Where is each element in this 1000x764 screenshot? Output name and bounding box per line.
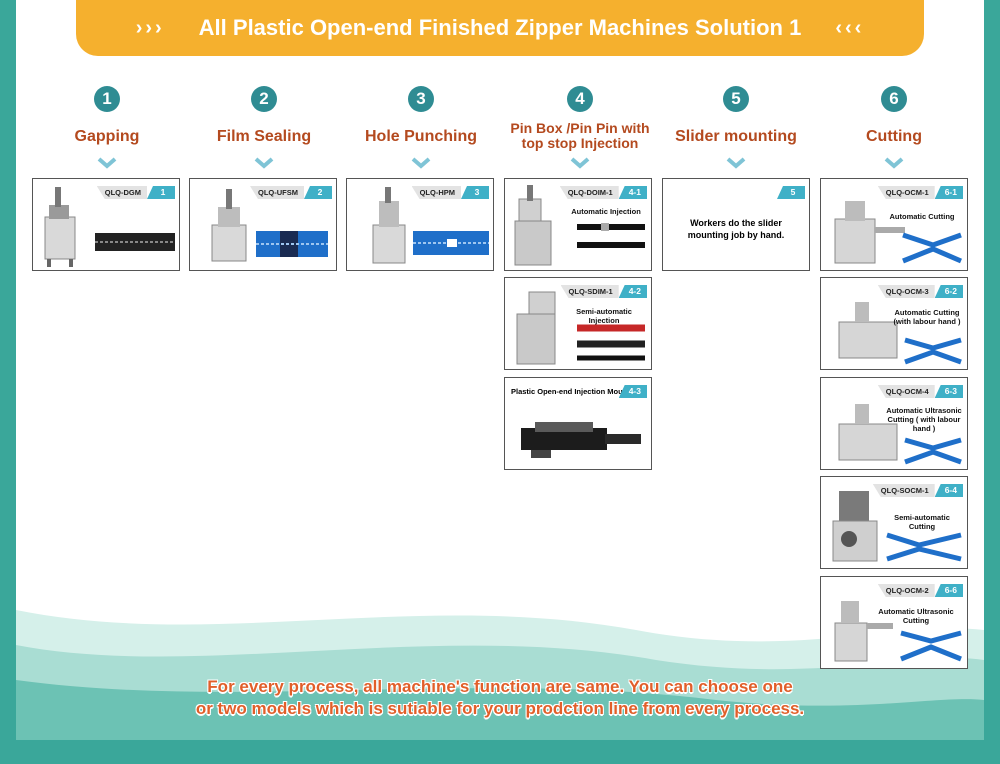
step-3-header: 3 Hole Punching [341,86,501,170]
step-5-title: Slider mounting [675,127,797,145]
model-tag: QLQ-OCM-4 6-3 [877,385,963,398]
step-3-number: 3 [408,86,434,112]
machine-image [211,189,328,262]
model-tag: QLQ-SOCM-1 6-4 [872,484,963,497]
step-5-number: 5 [723,86,749,112]
model-number: 4-1 [618,186,647,199]
manual-description: Workers do the slider mounting job by ha… [687,218,785,240]
model-number: 4-2 [618,285,647,298]
banner-right-arrows: ‹‹‹ [835,16,865,39]
model-number: 5 [777,186,805,199]
machine-card-3[interactable]: QLQ-HPM 3 [346,178,494,271]
machine-card-6-1[interactable]: QLQ-OCM-1 6-1 Automatic Cutting [820,178,968,271]
machine-card-2[interactable]: QLQ-UFSM 2 [189,178,337,271]
model-name: QLQ-SOCM-1 [872,484,935,497]
canvas [16,0,984,740]
machine-image [372,187,489,264]
card-description: Automatic Injection [571,207,641,216]
model-name: QLQ-OCM-3 [877,285,935,298]
step-2-title: Film Sealing [216,127,312,145]
model-number: 2 [304,186,332,199]
model-number: 1 [147,186,175,199]
step-6-header: 6 Cutting [814,86,974,170]
manual-card-5[interactable]: 5 Workers do the slider mounting job by … [662,178,810,271]
step-6-title: Cutting [866,127,922,145]
step-2-header: 2 Film Sealing [184,86,344,170]
step-1-number: 1 [94,86,120,112]
machine-card-6-2[interactable]: QLQ-OCM-3 6-2 Automatic Cutting (with la… [820,277,968,370]
footer-line-2: or two models which is sutiable for your… [195,699,805,718]
card-description: Automatic Cutting [889,212,955,221]
chevron-down-icon [570,157,590,169]
model-name: QLQ-OCM-4 [877,385,935,398]
machine-card-6-6[interactable]: QLQ-OCM-2 6-6 Automatic Ultrasonic Cutti… [820,576,968,669]
footer-note: For every process, all machine's functio… [0,676,1000,720]
model-number: 4-3 [618,385,647,398]
model-tag: QLQ-OCM-3 6-2 [877,285,963,298]
chevron-down-icon [254,157,274,169]
banner-title: All Plastic Open-end Finished Zipper Mac… [198,15,802,40]
machine-image [516,291,645,365]
step-5-header: 5 Slider mounting [656,86,816,170]
step-1-header: 1 Gapping [27,86,187,170]
model-tag: QLQ-OCM-2 6-6 [877,584,963,597]
machine-image [832,491,962,562]
machine-card-4-2[interactable]: QLQ-SDIM-1 4-2 Semi-automatic Injection [504,277,652,370]
card-description: Automatic Ultrasonic Cutting [878,607,954,625]
model-tag: QLQ-DGM 1 [96,186,175,199]
chevron-down-icon [97,157,117,169]
machine-image [44,187,175,267]
model-tag: QLQ-UFSM 2 [250,186,332,199]
model-number: 6-3 [934,385,963,398]
machine-image [834,201,962,264]
model-name: QLQ-DGM [96,186,147,199]
step-3-title: Hole Punching [365,127,477,145]
step-1-title: Gapping [74,127,140,145]
machine-card-4-3[interactable]: Plastic Open-end Injection Mould 4-3 [504,377,652,470]
chevron-down-icon [726,157,746,169]
machine-card-6-4[interactable]: QLQ-SOCM-1 6-4 Semi-automatic Cutting [820,476,968,569]
step-6-number: 6 [881,86,907,112]
banner-left-arrows: ››› [135,16,165,39]
chevron-down-icon [884,157,904,169]
mould-image [521,422,641,458]
machine-card-6-3[interactable]: QLQ-OCM-4 6-3 Automatic Ultrasonic Cutti… [820,377,968,470]
card-description: Semi-automatic Cutting [894,513,950,531]
model-name: QLQ-OCM-1 [877,186,935,199]
machine-card-1[interactable]: QLQ-DGM 1 [32,178,180,271]
model-tag: QLQ-DOIM-1 4-1 [559,186,647,199]
model-number: 3 [461,186,489,199]
title-banner: ››› All Plastic Open-end Finished Zipper… [76,0,924,56]
model-tag: 5 [777,186,805,199]
model-name: QLQ-UFSM [250,186,304,199]
machine-card-4-1[interactable]: QLQ-DOIM-1 4-1 Automatic Injection [504,178,652,271]
model-tag: QLQ-SDIM-1 4-2 [560,285,647,298]
model-tag: QLQ-OCM-1 6-1 [877,186,963,199]
step-4-number: 4 [567,86,593,112]
model-name: QLQ-SDIM-1 [560,285,619,298]
machine-image [838,302,962,365]
machine-image [834,601,962,662]
model-number: 6-4 [934,484,963,497]
machine-image [514,185,645,266]
model-name: QLQ-DOIM-1 [559,186,619,199]
model-number: 6-1 [934,186,963,199]
card-description: Semi-automatic Injection [576,307,632,325]
step-2-number: 2 [251,86,277,112]
model-name: QLQ-OCM-2 [877,584,935,597]
model-name: QLQ-HPM [411,186,461,199]
model-tag: 4-3 [618,385,647,398]
step-4-header: 4 Pin Box /Pin Pin with top stop Injecti… [498,86,662,170]
chevron-down-icon [411,157,431,169]
model-number: 6-2 [934,285,963,298]
machine-image [838,404,962,465]
model-tag: QLQ-HPM 3 [411,186,489,199]
card-description: Automatic Cutting (with labour hand ) [893,308,961,326]
model-number: 6-6 [934,584,963,597]
card-description: Automatic Ultrasonic Cutting ( with labo… [886,406,962,433]
footer-line-1: For every process, all machine's functio… [207,677,793,696]
mould-label: Plastic Open-end Injection Mould [511,387,630,396]
wave-background [16,610,984,740]
step-4-title: Pin Box /Pin Pin with top stop Injection [510,120,650,151]
